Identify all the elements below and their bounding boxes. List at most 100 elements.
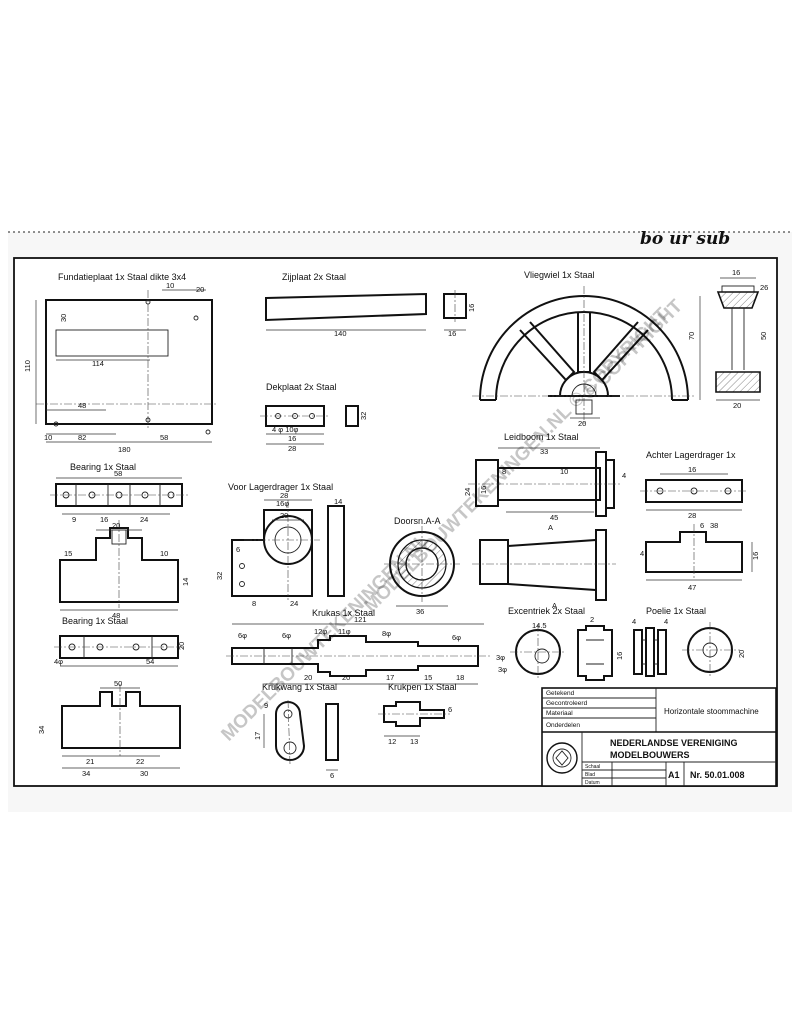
dim-vliegwiel-3: 70 [687, 332, 696, 340]
dim-leiboom-4: 24 [463, 488, 472, 496]
dim-fundatieplaat-7: 10 [44, 433, 52, 442]
dim-bearing1-2: 9 [72, 515, 76, 524]
dim-fundatieplaat-3: 30 [59, 314, 68, 322]
dim-bearing2-3: 20 [177, 642, 186, 650]
title-block-small-2: Blad [585, 772, 595, 778]
dim-fundatieplaat-9: 58 [160, 433, 168, 442]
part-bearing-1: Bearing 1x Staal 58 9 16 24 20 15 10 14 … [50, 462, 190, 620]
part-doorsnede: Doorsn.A-A 36 [384, 516, 460, 616]
part-label-vliegwiel: Vliegwiel 1x Staal [524, 270, 595, 280]
dim-leiboom-2: 8 [502, 467, 506, 476]
dim-lagerdrager-achter-7: 47 [688, 583, 696, 592]
title-block: Getekend Gecontroleerd Materiaal Onderde… [541, 687, 777, 787]
dim-vliegwiel-1: 16 [732, 268, 740, 277]
dim-poelie-2: 20 [737, 650, 746, 658]
dim-bearing2-2: 54 [146, 657, 154, 666]
dim-lagerdrager-voor-5: 32 [215, 572, 224, 580]
dim-bearing2-6: 21 [86, 757, 94, 766]
dim-fundatieplaat-6: 48 [78, 401, 86, 410]
dim-dekplaat-4: 32 [359, 412, 368, 420]
dim-leiboom-5: 16 [479, 486, 488, 494]
dim-krukpen-2: 13 [410, 737, 418, 746]
dim-krukas-8: 20 [304, 673, 312, 682]
dim-vliegwiel-6: 20 [578, 419, 586, 428]
dim-zijplaat-2: 16 [448, 329, 456, 338]
dim-bearing1-6: 15 [64, 549, 72, 558]
part-fundatieplaat: Fundatieplaat 1x Staal dikte 3x4 10 20 3… [23, 272, 216, 454]
dim-bearing1-5: 20 [112, 521, 120, 530]
dim-leiboom-6: 4 [622, 471, 626, 480]
drawing-title: Horizontale stoommachine [664, 707, 759, 716]
dim-bearing1-4: 24 [140, 515, 148, 524]
dim-lagerdrager-voor-7: 8 [252, 599, 256, 608]
dim-bearing1-7: 10 [160, 549, 168, 558]
dim-fundatieplaat-5: 114 [92, 359, 104, 368]
org-name-line-2: MODELBOUWERS [610, 750, 690, 760]
dim-bearing2-1: 4φ [54, 657, 63, 666]
dim-bearing1-1: 58 [114, 469, 122, 478]
part-label-leiboom: Leidboom 1x Staal [504, 432, 579, 442]
dim-lagerdrager-achter-5: 16 [751, 552, 760, 560]
dim-fundatieplaat-8: 82 [78, 433, 86, 442]
part-lagerdrager-voor: Voor Lagerdrager 1x Staal 16φ 28 20 6 32… [215, 482, 345, 608]
dim-lagerdrager-voor-4: 6 [236, 545, 240, 554]
title-block-row-4: Onderdelen [546, 722, 580, 729]
dim-krukas-11: 15 [424, 673, 432, 682]
dim-lagerdrager-achter-3: 6 [700, 521, 704, 530]
dim-leiboom-7: 45 [550, 513, 558, 522]
part-bearing-2: Bearing 1x Staal 4φ 54 20 50 34 21 22 34… [37, 616, 186, 778]
dim-fundatieplaat-2: 20 [196, 285, 204, 294]
part-label-zijplaat: Zijplaat 2x Staal [282, 272, 346, 282]
drawing-number: Nr. 50.01.008 [690, 770, 745, 780]
part-dekplaat: Dekplaat 2x Staal 4 φ 10φ 16 28 32 [260, 382, 368, 453]
dim-vliegwiel-2: 26 [760, 283, 768, 292]
dim-excentriek-1: 14.5 [532, 621, 547, 630]
dim-lagerdrager-achter-1: 16 [688, 465, 696, 474]
nvm-logo-icon [546, 742, 578, 774]
dim-krukpen-3: 6 [448, 705, 452, 714]
corner-mark: bo ur sub [640, 229, 730, 249]
part-poelie: Poelie 1x Staal 4 20 4 [632, 606, 746, 678]
part-label-bearing-1: Bearing 1x Staal [70, 462, 136, 472]
dim-poelie-3: 4 [664, 617, 668, 626]
dim-lagerdrager-achter-6: 4 [640, 549, 644, 558]
dim-bearing1-8: 14 [181, 578, 190, 586]
part-label-krukas: Krukas 1x Staal [312, 608, 375, 618]
part-label-dekplaat: Dekplaat 2x Staal [266, 382, 337, 392]
title-block-row-2: Gecontroleerd [546, 700, 588, 707]
org-name-line-1: NEDERLANDSE VERENIGING [610, 738, 738, 748]
dim-krukas-2: 6φ [238, 631, 247, 640]
dim-krukpen-1: 12 [388, 737, 396, 746]
part-leiboom: Leidboom 1x Staal 33 8 10 24 16 4 45 A A [463, 432, 626, 610]
sheet-size: A1 [668, 770, 680, 780]
dim-lagerdrager-voor-2: 28 [280, 491, 288, 500]
part-label-krukpen: Krukpen 1x Staal [388, 682, 457, 692]
dim-lagerdrager-voor-8: 24 [290, 599, 298, 608]
dim-bearing2-4: 50 [114, 679, 122, 688]
dim-vliegwiel-5: 50 [759, 332, 768, 340]
dim-krukwang-3: 6 [330, 771, 334, 780]
dim-excentriek-4: 16 [615, 652, 624, 660]
dim-excentriek-2: 3φ [498, 665, 507, 674]
dim-bearing2-9: 30 [140, 769, 148, 778]
dim-leiboom-8: A [548, 523, 553, 532]
dim-krukas-12: 18 [456, 673, 464, 682]
dim-fundatieplaat-4: 110 [23, 360, 32, 372]
part-krukpen: Krukpen 1x Staal 12 13 6 [378, 682, 457, 746]
title-block-row-1: Getekend [546, 690, 575, 697]
dim-lagerdrager-achter-4: 38 [710, 521, 718, 530]
dim-krukwang-1: 9 [264, 701, 268, 710]
part-label-fundatieplaat: Fundatieplaat 1x Staal dikte 3x4 [58, 272, 186, 282]
title-block-small-1: Schaal [585, 764, 600, 770]
dim-dekplaat-2: 16 [288, 434, 296, 443]
dim-doorsnede-1: 36 [416, 607, 424, 616]
dim-lagerdrager-achter-2: 28 [688, 511, 696, 520]
dim-fundatieplaat-10: 180 [118, 445, 131, 454]
title-block-small-3: Datum [585, 780, 600, 786]
dim-zijplaat-1: 140 [334, 329, 347, 338]
dim-leiboom-1: 33 [540, 447, 548, 456]
dim-zijplaat-3: 16 [467, 304, 476, 312]
part-excentriek: Excentriek 2x Staal 14.5 3φ 2 16 [498, 606, 624, 681]
dim-vliegwiel-4: 20 [733, 401, 741, 410]
